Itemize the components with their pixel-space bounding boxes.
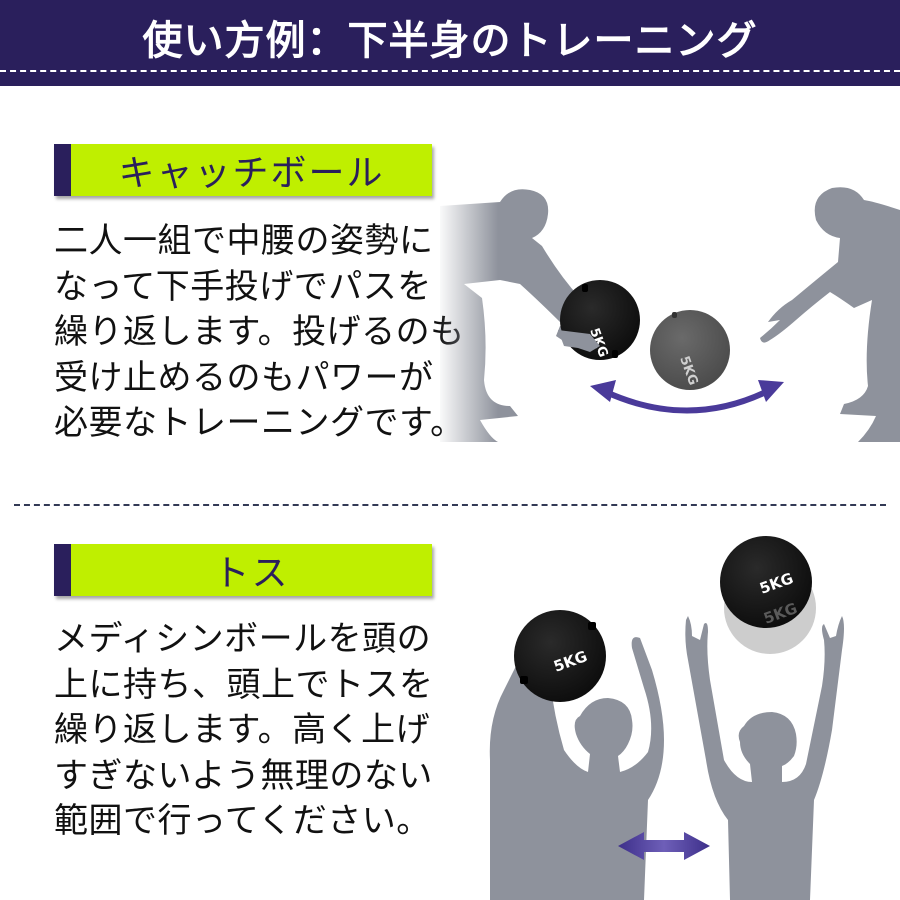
section-label-toss: トス	[54, 544, 432, 596]
label-accent	[54, 544, 71, 596]
page-header: 使い方例：下半身のトレーニング	[0, 0, 900, 86]
medicine-ball-in-flight: 5KG	[650, 310, 730, 390]
description-line: 繰り返します。高く上げ	[54, 710, 431, 750]
label-accent	[54, 144, 71, 196]
section-label-catch-ball: キャッチボール	[54, 144, 432, 196]
medicine-ball-held-overhead: 5KG	[514, 610, 606, 702]
description-line: 二人一組で中腰の姿勢に	[54, 221, 434, 261]
toss-illustration: 5KG 5KG 5KG	[489, 536, 844, 900]
section-description-toss: メディシンボールを頭の 上に持ち、頭上でトスを 繰り返します。高く上げ すぎない…	[54, 617, 454, 845]
header-dashed-line	[0, 70, 900, 72]
description-line: 上に持ち、頭上でトスを	[54, 664, 434, 705]
curved-double-arrow-icon	[590, 380, 784, 414]
page-title: 使い方例：下半身のトレーニング	[142, 18, 758, 64]
description-line: 繰り返します。投げるのも	[54, 312, 465, 352]
description-line: 範囲で行ってください。	[54, 801, 431, 841]
right-person-silhouette	[685, 616, 844, 900]
section-divider	[14, 504, 886, 506]
description-line: 必要なトレーニングです。	[54, 403, 465, 443]
description-line: メディシンボールを頭の	[54, 619, 432, 659]
catch-ball-illustration: 5KG 5KG	[440, 187, 900, 442]
right-person-silhouette	[760, 187, 900, 442]
section-label-text: キャッチボール	[118, 153, 385, 194]
medicine-ball-held: 5KG	[558, 280, 640, 360]
description-line: すぎないよう無理のない	[54, 755, 433, 796]
section-description-catch-ball: 二人一組で中腰の姿勢に なって下手投げでパスを 繰り返します。投げるのも 受け止…	[54, 219, 465, 447]
horizontal-double-arrow-icon	[618, 832, 710, 860]
left-person-silhouette	[489, 637, 664, 900]
description-line: なって下手投げでパスを	[54, 266, 432, 307]
section-label-text: トス	[213, 553, 290, 594]
medicine-ball-tossed: 5KG 5KG	[720, 536, 816, 654]
description-line: 受け止めるのもパワーが	[54, 357, 434, 398]
